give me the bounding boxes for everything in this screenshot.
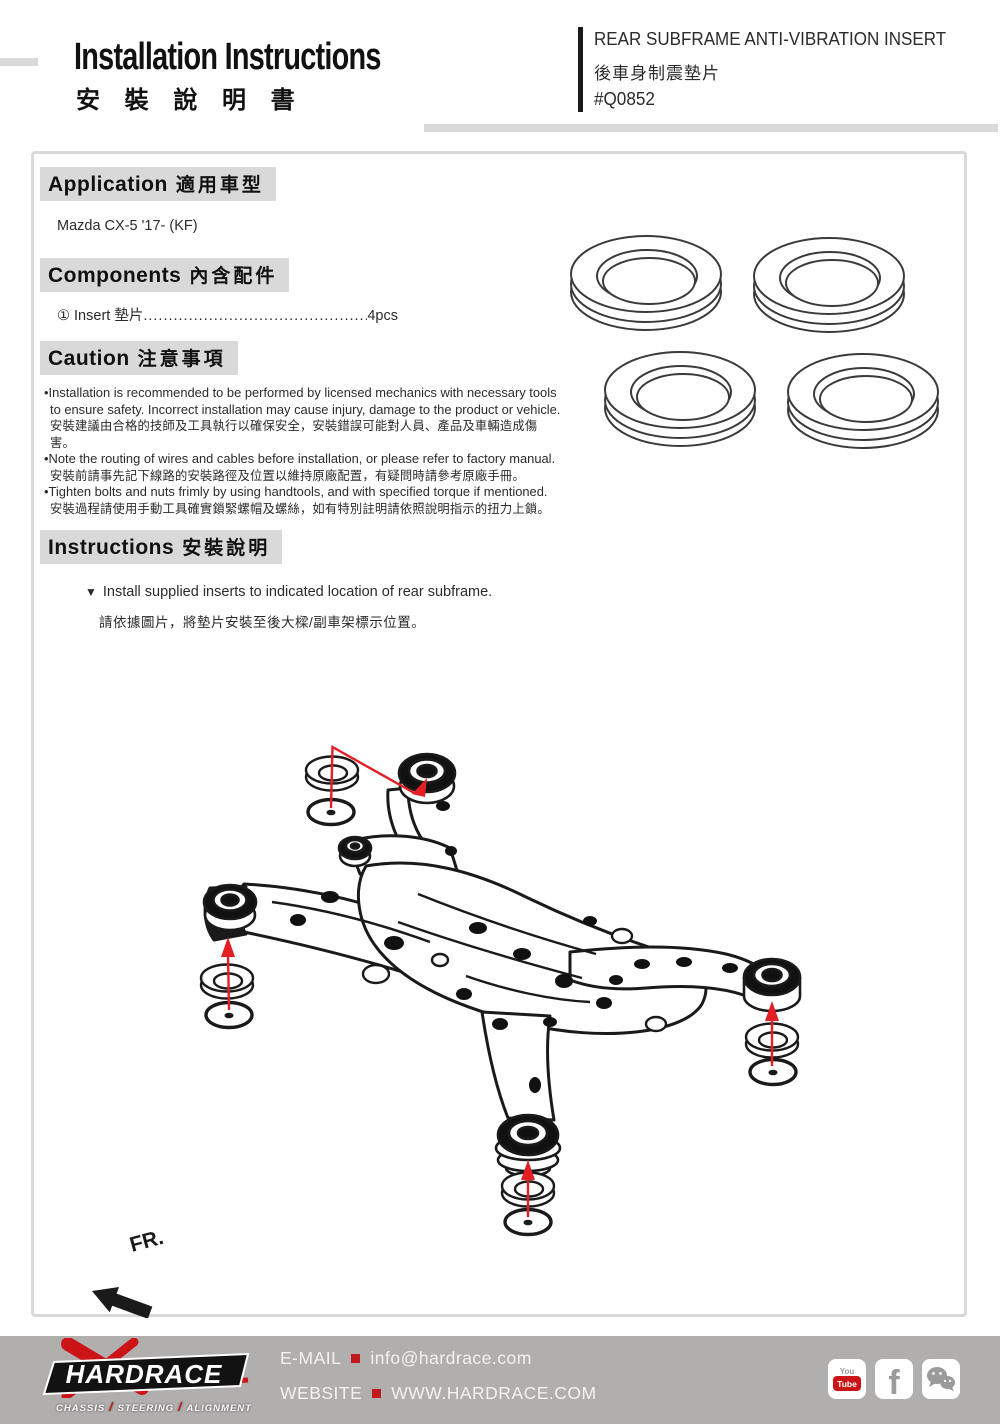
brand-name: HARDRACE [66,1359,223,1389]
instruction-step: ▼ Install supplied inserts to indicated l… [85,584,492,600]
instruction-step-zh: 請依據圖片，將墊片安裝至後大樑/副車架標示位置。 [99,615,426,630]
insert-washers-illustration [570,235,939,449]
bullet-char: • [44,385,49,400]
brand-tagline: CHASSIS/STEERING/ALIGNMENT [56,1400,252,1414]
bushing-top [397,752,457,805]
rear-subframe-diagram: FR. [92,744,802,1318]
insert-washer-2 [753,237,905,333]
arrowheads [221,778,779,1180]
caution-list: •Installation is recommended to be perfo… [44,385,562,517]
left-edge-dash [0,58,38,66]
website-address: WWW.HARDRACE.COM [391,1383,597,1403]
page-title-zh: 安 裝 說 明 書 [76,87,304,114]
location-arrows [226,744,774,1217]
subframe-holes [290,801,738,1093]
product-code: #Q0852 [594,89,655,109]
down-triangle-icon: ▼ [85,585,97,599]
insert-washer-3 [604,351,756,447]
caution-item: •Tighten bolts and nuts frimly by using … [44,484,562,517]
caution-item: •Installation is recommended to be perfo… [44,385,562,451]
subframe-open-holes [361,927,668,1033]
bullet-char: • [44,451,49,466]
fr-direction-arrow: FR. [92,1226,166,1318]
product-name: REAR SUBFRAME ANTI-VIBRATION INSERT [594,28,947,49]
insert-washer-1 [570,235,722,331]
insert-left [199,963,255,1000]
vehicle-name: Mazda CX-5 '17- (KF) [57,218,198,234]
red-square-bullet [351,1354,361,1363]
email-row: E-MAIL info@hardrace.com [280,1348,532,1369]
website-label: WEBSITE [280,1383,363,1403]
page-title: Installation Instructions [74,36,382,78]
instruction-step-en: Install supplied inserts to indicated lo… [102,584,493,600]
youtube-icon: You Tube [828,1359,866,1399]
instructions-heading-zh: 安裝說明 [182,538,271,559]
red-square-bullet [372,1389,382,1398]
website-row: WEBSITE WWW.HARDRACE.COM [280,1383,597,1404]
caution-heading-zh: 注意事項 [137,349,226,370]
application-heading-zh: 適用車型 [175,175,264,196]
tagline-slash: / [109,1400,114,1414]
wechat-icon [922,1359,960,1399]
bushing-right [742,957,802,1013]
social-icons: You Tube f [828,1359,960,1399]
instructions-heading: Instructions 安裝說明 [40,530,283,564]
footer: HARDRACE CHASSIS/STEERING/ALIGNMENT E-MA… [0,1336,1000,1424]
wechat-bubbles [927,1367,955,1392]
caution-item-zh: 安裝建議由合格的技師及工具執行以確保安全，安裝錯誤可能對人員、產品及車輛造成傷害… [50,419,538,450]
caution-item-zh: 安裝前請事先記下線路的安裝路徑及位置以維持原廠配置，有疑問時請參考原廠手冊。 [50,468,525,483]
application-heading: Application 適用車型 [40,167,276,201]
components-heading: Components 內含配件 [40,258,290,292]
youtube-you-text: You [839,1367,855,1376]
tagline-slash: / [178,1400,183,1414]
caution-item-en: Installation is recommended to be perfor… [48,385,561,417]
component-item-qty: 4pcs [367,308,398,324]
application-heading-en: Application [48,173,168,196]
insert-washer-4 [787,353,939,449]
bullet-char: • [44,484,49,499]
tagline-alignment: ALIGNMENT [186,1403,252,1414]
header-divider-bar [578,27,583,112]
mount-bushings [202,752,802,1178]
leader-dots: ........................................… [143,308,367,324]
caution-heading: Caution 注意事項 [40,341,238,375]
caution-item-en: Note the routing of wires and cables bef… [48,451,556,466]
tagline-chassis: CHASSIS [56,1403,106,1414]
components-heading-en: Components [48,264,182,287]
caution-item-zh: 安裝過程請使用手動工具確實鎖緊螺帽及螺絲，如有特別註明請依照說明指示的扭力上鎖。 [50,501,550,516]
bushing-upper-left [337,835,373,868]
component-item-label: Insert 墊片 [74,308,144,324]
hardrace-logo: HARDRACE CHASSIS/STEERING/ALIGNMENT [38,1337,253,1422]
subframe-body [203,786,772,1122]
instructions-heading-en: Instructions [48,536,175,559]
product-name-zh: 後車身制震墊片 [594,64,720,83]
content-frame [31,151,967,1317]
youtube-tube-badge: Tube [833,1376,861,1391]
email-address: info@hardrace.com [370,1348,532,1368]
component-item: ① Insert 墊片.............................… [57,304,398,325]
facebook-f: f [888,1364,900,1399]
tagline-steering: STEERING [117,1403,175,1414]
fr-label: FR. [127,1226,166,1257]
caution-item: •Note the routing of wires and cables be… [44,451,562,484]
hardrace-logo-graphic: HARDRACE [42,1337,250,1401]
header-gray-bar [424,124,998,132]
caution-item-en: Tighten bolts and nuts frimly by using h… [48,484,548,499]
components-heading-zh: 內含配件 [189,266,278,287]
email-label: E-MAIL [280,1348,342,1368]
bushing-left [202,883,258,932]
subframe-rails [271,892,597,1004]
facebook-icon: f [875,1359,913,1399]
component-item-marker: ① [57,308,70,324]
caution-heading-en: Caution [48,347,130,370]
